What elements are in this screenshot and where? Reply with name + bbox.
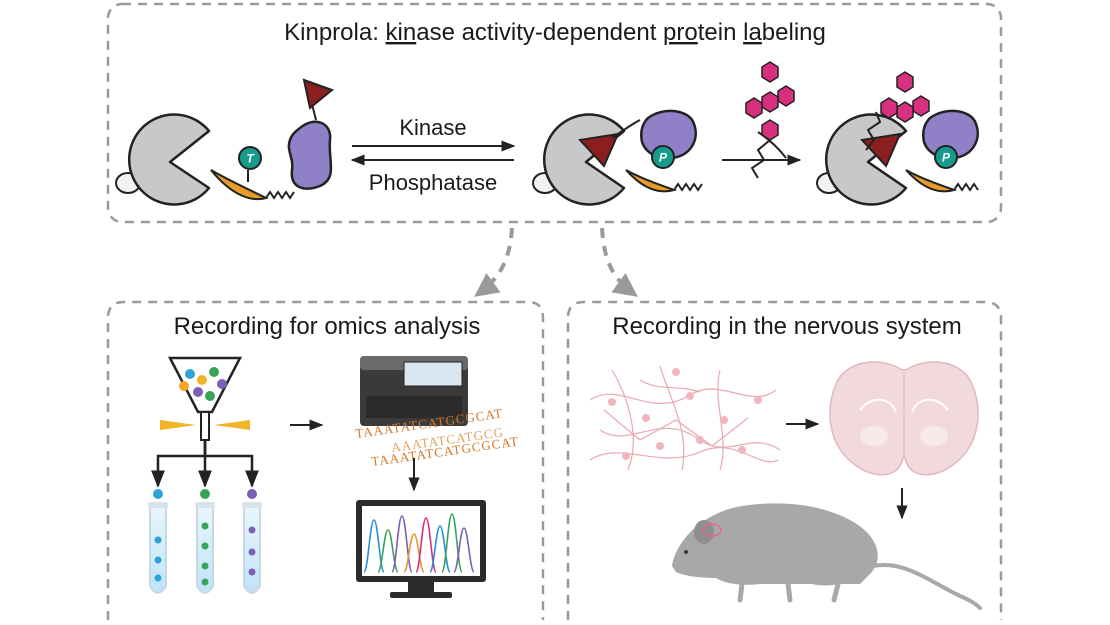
title-part-4: tein (698, 19, 743, 46)
threonine-badge-text: T (246, 152, 255, 166)
kinprola-state-labeled: P (816, 71, 979, 206)
fluorophore-reagent (745, 61, 795, 179)
nervous-panel-title: Recording in the nervous system (612, 313, 962, 340)
phospho-badge (651, 145, 675, 169)
connector-arrow-nervous (600, 227, 638, 297)
neuron-network-icon (589, 365, 781, 471)
kinprola-state-open: T (115, 78, 335, 206)
title-part-1: kin (386, 19, 417, 46)
threonine-badge (238, 146, 262, 170)
neuron-cell-bodies (608, 368, 762, 460)
sensor-domain-shape (287, 120, 333, 190)
phospho-badge-text: P (659, 151, 668, 165)
test-tube-purple (242, 502, 262, 594)
test-tube-green (195, 502, 215, 594)
halotag-shape (542, 113, 626, 206)
title-part-6: beling (762, 19, 826, 46)
brain-section-icon (829, 361, 979, 476)
substrate-linker-shape (905, 169, 958, 193)
title-part-0: Kinprola: (284, 19, 385, 46)
nervous-panel-frame (566, 300, 1003, 620)
omics-panel-frame (106, 300, 545, 620)
title-part-2: ase activity-dependent (416, 19, 663, 46)
halotag-shape (824, 113, 908, 206)
kinprola-state-closed: P (532, 109, 703, 206)
top-panel-title: Kinprola: kinase activity-dependent prot… (284, 19, 826, 46)
connector-arrow-omics (474, 227, 514, 297)
monitor-icon (356, 500, 486, 598)
attached-fluorophore (880, 71, 930, 123)
mouse-icon (672, 503, 982, 610)
omics-panel-title: Recording for omics analysis (174, 313, 481, 340)
mouse-tail (864, 562, 982, 610)
kinase-label: Kinase (399, 115, 466, 140)
top-panel-frame (106, 2, 1003, 224)
substrate-linker-shape (210, 169, 269, 201)
substrate-linker-shape (625, 169, 678, 193)
halotag-shape (127, 113, 211, 206)
phospho-badge (934, 145, 958, 169)
flexible-linker (265, 190, 295, 200)
phosphatase-label: Phosphatase (369, 170, 497, 195)
phospho-badge-text-labeled: P (942, 151, 951, 165)
ligand-triangle (577, 132, 620, 168)
title-part-5: la (743, 19, 762, 46)
chromatogram-peaks (363, 513, 475, 573)
flexible-linker (673, 182, 703, 192)
flexible-linker (953, 182, 979, 192)
ligand-triangle (302, 78, 335, 110)
cell-sorter-icon (151, 356, 259, 499)
title-part-3: pro (663, 19, 698, 46)
test-tube-blue (148, 502, 168, 594)
sequencer-icon (360, 356, 468, 426)
